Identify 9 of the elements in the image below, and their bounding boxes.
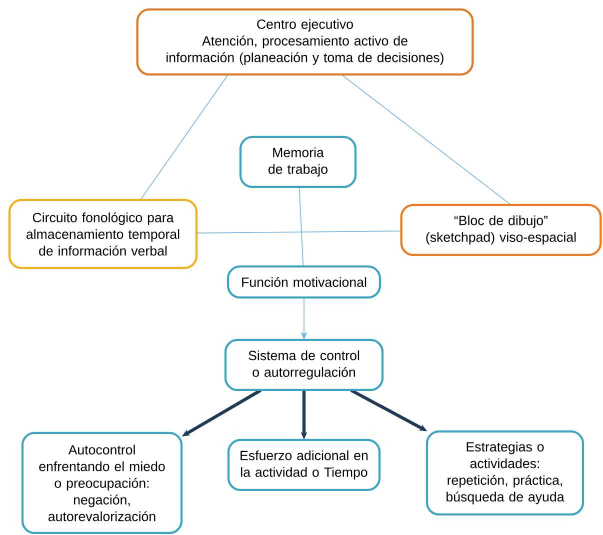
process-box: Autocontrol enfrentando el miedo o preocupación: negación, autorevalorización [21, 432, 183, 534]
process-box: Centro ejecutivo Atención, procesamiento activo de información (planeación y toma de decisiones) [136, 8, 474, 76]
process-box: Sistema de control o autorregulación [224, 338, 384, 392]
process-box: Función motivacional [226, 265, 382, 299]
process-box: “Bloc de dibujo” (sketchpad) viso-espacial [400, 204, 602, 256]
process-box: Circuito fonológico para almacenamiento temporal de información verbal [8, 198, 198, 270]
process-box: Memoria de trabajo [239, 136, 357, 188]
process-box: Esfuerzo adicional en la actividad o Tiempo [227, 438, 381, 492]
process-box: Estrategias o actividades: repetición, práctica, búsqueda de ayuda [426, 430, 584, 516]
